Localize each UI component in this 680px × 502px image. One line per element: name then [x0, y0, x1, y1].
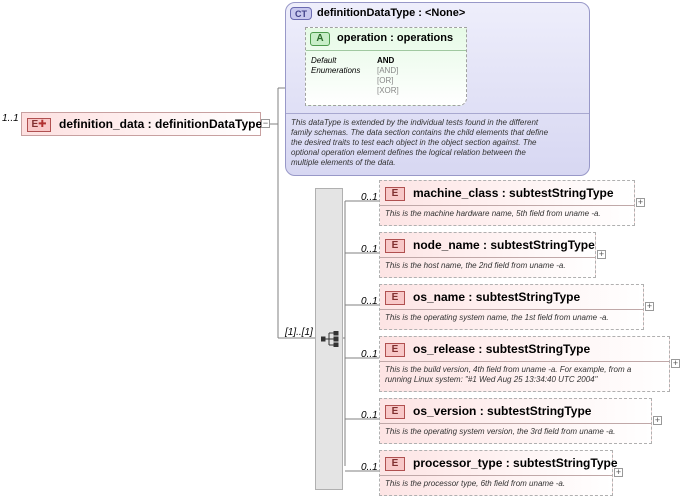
- child-element-os-release[interactable]: E os_release : subtestStringType This is…: [379, 336, 670, 392]
- expand-toggle[interactable]: +: [653, 415, 662, 425]
- element-badge: E: [385, 457, 405, 471]
- enumeration-value: [AND]: [377, 66, 399, 75]
- sequence-icon: [321, 331, 339, 347]
- child-element-label: processor_type : subtestStringType: [413, 456, 618, 470]
- element-badge-letter: E: [31, 119, 39, 130]
- default-label: Default: [311, 56, 337, 65]
- complex-type-description-line: multiple elements of the data.: [291, 158, 396, 167]
- complex-type-badge: CT: [290, 7, 312, 20]
- root-occurrence: 1..1: [2, 113, 19, 124]
- child-divider: [380, 309, 643, 310]
- child-element-label: machine_class : subtestStringType: [413, 186, 614, 200]
- expand-toggle[interactable]: +: [645, 301, 654, 311]
- child-occurrence: 0..1: [361, 192, 378, 203]
- complex-type-divider: [286, 113, 589, 114]
- child-description: This is the operating system name, the 1…: [385, 313, 609, 322]
- child-occurrence: 0..1: [361, 410, 378, 421]
- element-badge: E: [385, 405, 405, 419]
- child-description: running Linux system: "#1 Wed Aug 25 13:…: [385, 375, 598, 384]
- child-description: This is the processor type, 6th field fr…: [385, 479, 566, 488]
- element-badge: E: [385, 187, 405, 201]
- child-description: This is the build version, 4th field fro…: [385, 365, 632, 374]
- child-divider: [380, 423, 651, 424]
- enumeration-value: [OR]: [377, 76, 394, 85]
- element-badge: E✚: [27, 118, 51, 132]
- child-occurrence: 0..1: [361, 462, 378, 473]
- complex-type-description-line: optional operation element defines the l…: [291, 148, 526, 157]
- complex-type-label: definitionDataType : <None>: [317, 7, 466, 19]
- attribute-box[interactable]: A operation : operations Default Enumera…: [305, 27, 467, 106]
- child-element-label: node_name : subtestStringType: [413, 238, 595, 252]
- element-badge: E: [385, 239, 405, 253]
- expand-toggle[interactable]: +: [671, 358, 680, 368]
- child-element-label: os_version : subtestStringType: [413, 404, 592, 418]
- child-element-os-name[interactable]: E os_name : subtestStringType This is th…: [379, 284, 644, 330]
- complex-type-description-line: This dataType is extended by the individ…: [291, 118, 539, 127]
- child-divider: [380, 205, 634, 206]
- expand-toggle[interactable]: +: [614, 467, 623, 477]
- child-element-processor-type[interactable]: E processor_type : subtestStringType Thi…: [379, 450, 618, 496]
- child-element-os-version[interactable]: E os_version : subtestStringType This is…: [379, 398, 652, 444]
- child-description: This is the machine hardware name, 5th f…: [385, 209, 601, 218]
- attribute-badge: A: [310, 32, 330, 46]
- child-element-machine-class[interactable]: E machine_class : subtestStringType This…: [379, 180, 635, 226]
- default-value: AND: [377, 56, 395, 65]
- child-occurrence: 0..1: [361, 349, 378, 360]
- root-element-box[interactable]: E✚ definition_data : definitionDataType: [21, 112, 263, 136]
- child-description: This is the operating system version, th…: [385, 427, 616, 436]
- child-element-label: os_name : subtestStringType: [413, 290, 581, 304]
- sequence-compositor[interactable]: [315, 188, 343, 490]
- child-divider: [380, 475, 612, 476]
- attribute-label: operation : operations: [337, 32, 454, 44]
- sequence-occurrence: [1]..[1]: [285, 327, 313, 338]
- collapse-toggle[interactable]: −: [261, 118, 270, 128]
- complex-type-description-line: the desired traits to test each object i…: [291, 138, 537, 147]
- child-divider: [380, 361, 669, 362]
- attribute-divider: [306, 50, 466, 51]
- root-element-label: definition_data : definitionDataType: [59, 117, 263, 131]
- enumerations-label: Enumerations: [311, 66, 361, 75]
- expand-toggle[interactable]: +: [597, 249, 606, 259]
- expand-plus-icon: ✚: [38, 119, 47, 130]
- element-badge: E: [385, 291, 405, 305]
- child-divider: [380, 257, 595, 258]
- child-occurrence: 0..1: [361, 244, 378, 255]
- element-badge: E: [385, 343, 405, 357]
- child-element-node-name[interactable]: E node_name : subtestStringType This is …: [379, 232, 596, 278]
- child-occurrence: 0..1: [361, 296, 378, 307]
- enumeration-value: [XOR]: [377, 86, 399, 95]
- child-description: This is the host name, the 2nd field fro…: [385, 261, 566, 270]
- complex-type-description-line: family schemas. The data section contain…: [291, 128, 549, 137]
- child-element-label: os_release : subtestStringType: [413, 342, 591, 356]
- expand-toggle[interactable]: +: [636, 197, 645, 207]
